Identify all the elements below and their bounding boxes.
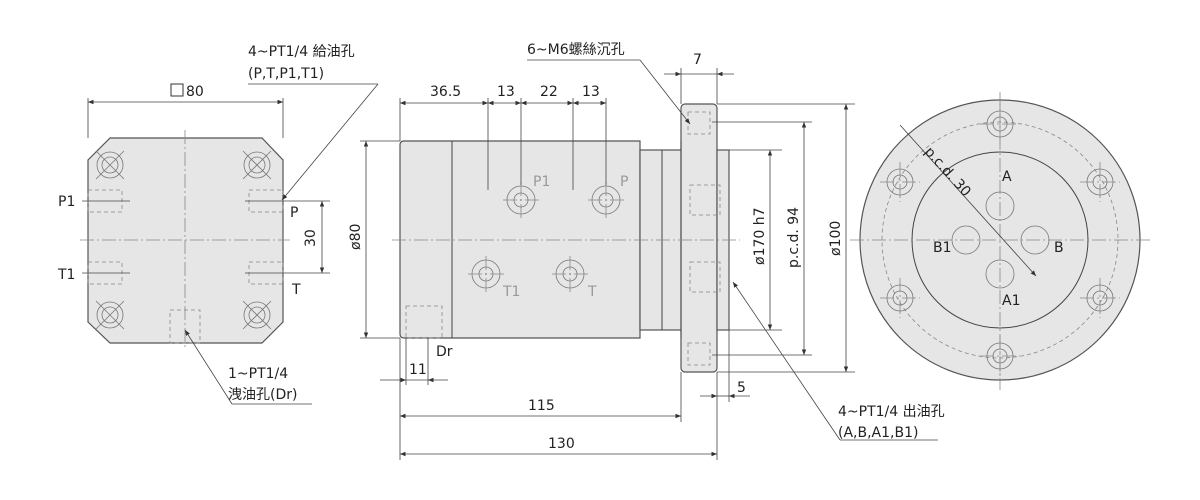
flange-bolt-hole <box>880 162 920 202</box>
supply-port-note: 4~PT1/4 給油孔 (P,T,P1,T1) <box>248 44 379 201</box>
corner-bolt-hole <box>242 300 272 330</box>
top-chain-dimensions: 36.5 13 22 13 <box>399 84 607 190</box>
bolt-note: 6~M6螺絲沉孔 <box>527 42 691 125</box>
flange-pcd-label: p.c.d. 94 <box>786 207 802 268</box>
flange-hidden-holes <box>405 111 721 366</box>
drain-note-line2: 洩油孔(Dr) <box>228 387 297 403</box>
flange-pcd-dimension: p.c.d. 94 <box>712 121 812 356</box>
port-b1-label: B1 <box>933 240 952 256</box>
flange-bolt-hole <box>980 336 1020 376</box>
flange-bolt-hole <box>980 104 1020 144</box>
corner-bolt-hole <box>95 300 125 330</box>
supply-note-line2: (P,T,P1,T1) <box>248 66 324 82</box>
drain-label: Dr <box>436 344 453 360</box>
width-dim-label: 80 <box>186 84 204 100</box>
dim-22-label: 22 <box>540 84 558 100</box>
dia-body-label: ø80 <box>348 224 364 250</box>
port-b-label: B <box>1054 240 1064 256</box>
left-view: 80 4~PT1/4 給油孔 (P,T,P1,T1) P1 T1 P T 30 <box>57 44 379 405</box>
bolt-note-label: 6~M6螺絲沉孔 <box>527 42 625 58</box>
outlet-note-line1: 4~PT1/4 出油孔 <box>838 404 945 420</box>
body-port-t-label: T <box>587 284 597 300</box>
outlet-note-line2: (A,B,A1,B1) <box>838 425 918 441</box>
face-port <box>552 256 588 292</box>
port-a-label: A <box>1002 169 1012 185</box>
front-view: A B A1 B1 p.c.d. 30 <box>850 92 1150 390</box>
port-a-hole <box>985 191 1015 221</box>
outlet-port-note: 4~PT1/4 出油孔 (A,B,A1,B1) <box>732 281 945 441</box>
drain-offset-dimension: 11 <box>380 338 448 385</box>
port-a1-hole <box>985 259 1015 289</box>
port-pitch-dimension: 30 <box>303 201 325 273</box>
flange-bolt-hole <box>1080 162 1120 202</box>
face-port <box>468 256 504 292</box>
flange-bolt-hole <box>1080 278 1120 318</box>
left-port-labels: P1 T1 P T <box>57 194 330 298</box>
port-p1-label: P1 <box>58 194 75 210</box>
flange-thickness-dimension: 7 <box>664 52 734 104</box>
length-130-dimension: 130 <box>399 402 718 460</box>
dim-115-label: 115 <box>528 398 555 414</box>
dim-11-label: 11 <box>409 362 427 378</box>
flange-diameter-dimension: ø100 <box>717 103 855 373</box>
dia-flange-label: ø100 <box>828 221 844 256</box>
dia-hub-label: ø170 h7 <box>752 207 768 265</box>
flange-bolt-hole <box>880 278 920 318</box>
hub-offset-dimension: 5 <box>700 330 750 402</box>
port-p-label: P <box>290 205 298 221</box>
port-t1-label: T1 <box>57 267 75 283</box>
pitch-dim-label: 30 <box>303 229 319 247</box>
dim-130-label: 130 <box>548 436 575 452</box>
width-dimension: 80 <box>87 83 284 138</box>
dim-7-label: 7 <box>693 52 702 68</box>
dim-13b-label: 13 <box>582 84 600 100</box>
corner-bolt-hole <box>95 150 125 180</box>
port-b-hole <box>1020 225 1050 255</box>
body-port-t1-label: T1 <box>502 284 520 300</box>
port-t-label: T <box>291 282 301 298</box>
body-diameter-dimension: ø80 <box>348 140 400 339</box>
port-a1-label: A1 <box>1002 293 1020 309</box>
supply-note-line1: 4~PT1/4 給油孔 <box>248 44 355 60</box>
side-view: P1 P T1 T 36.5 13 22 13 7 <box>348 42 945 460</box>
dim-5-label: 5 <box>737 380 746 396</box>
drain-note-line1: 1~PT1/4 <box>228 366 288 382</box>
corner-bolt-hole <box>242 150 272 180</box>
port-b1-hole <box>951 225 981 255</box>
hub-diameter-dimension: ø170 h7 <box>729 149 782 331</box>
dim-13a-label: 13 <box>497 84 515 100</box>
length-115-dimension: 115 <box>399 338 682 422</box>
drain-port-note: 1~PT1/4 洩油孔(Dr) <box>184 329 312 405</box>
body-port-p1-label: P1 <box>533 174 550 190</box>
body-port-p-label: P <box>620 174 628 190</box>
dim-36-5-label: 36.5 <box>430 84 461 100</box>
face-port <box>588 182 624 218</box>
face-port <box>503 182 539 218</box>
